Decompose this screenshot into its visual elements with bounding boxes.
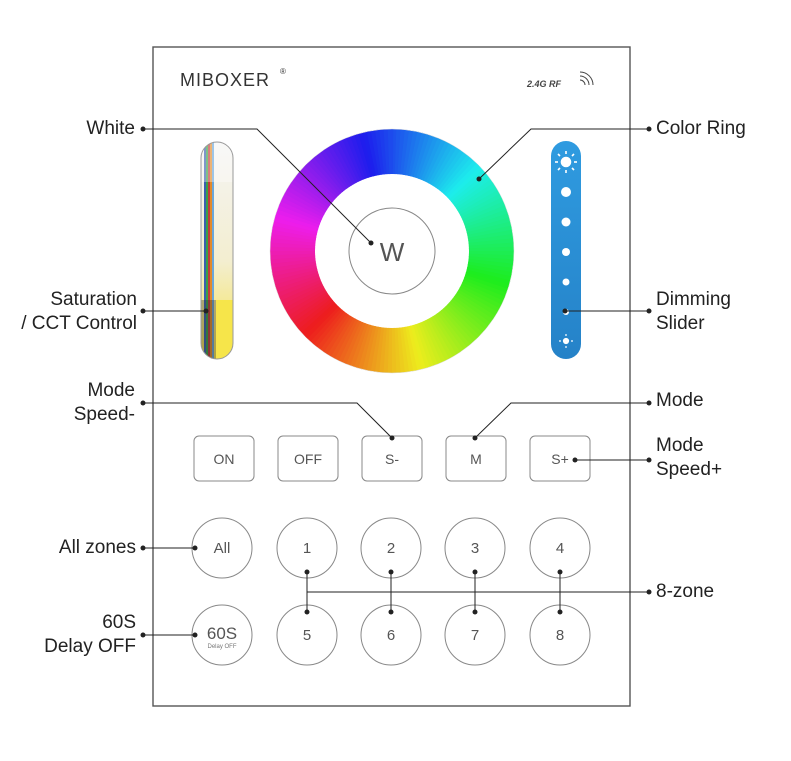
- button-zone-8[interactable]: 8: [529, 604, 591, 666]
- callout-saturation: Saturation / CCT Control: [21, 288, 137, 336]
- brand-logo: MIBOXER: [180, 70, 270, 90]
- signal-icon: [579, 71, 594, 86]
- button-speed-plus[interactable]: S+: [529, 435, 591, 482]
- callout-dimming-line1: Dimming: [656, 289, 731, 310]
- zone-8-label: 8: [556, 627, 564, 644]
- callout-saturation-line2: / CCT Control: [21, 313, 137, 334]
- callout-8-zone-text: 8-zone: [656, 581, 715, 602]
- callout-mode-speed-plus: Mode Speed+: [656, 434, 722, 482]
- white-button[interactable]: [348, 207, 436, 295]
- callout-delay-line2: Delay OFF: [44, 636, 136, 657]
- callout-dimming: Dimming Slider: [656, 288, 731, 336]
- white-button-label: W: [380, 237, 405, 267]
- delay-button-big-label: 60S: [207, 624, 237, 643]
- callout-mode-text: Mode: [656, 390, 704, 411]
- callout-color-ring: Color Ring: [656, 117, 746, 141]
- button-speed-plus-label: S+: [551, 451, 569, 467]
- callout-delay: 60S Delay OFF: [44, 611, 136, 659]
- button-zone-2[interactable]: 2: [360, 517, 422, 579]
- button-speed-minus[interactable]: S-: [361, 435, 423, 482]
- callout-white: White: [86, 117, 135, 141]
- zone-2-label: 2: [387, 540, 395, 557]
- button-all-label: All: [214, 540, 231, 557]
- callout-all-zones: All zones: [59, 536, 136, 560]
- dim-level-dot: [562, 278, 570, 286]
- callout-all-zones-text: All zones: [58, 537, 136, 558]
- callout-mode-speed-minus: Mode Speed-: [74, 379, 135, 427]
- zone-7-label: 7: [471, 627, 479, 644]
- callout-dots: [140, 126, 652, 638]
- brightness-low-icon: [559, 334, 573, 348]
- button-mode-label: M: [470, 451, 482, 467]
- callout-color-ring-text: Color Ring: [656, 118, 746, 139]
- saturation-cct-slider[interactable]: [200, 141, 234, 360]
- callout-white-text: White: [86, 118, 135, 139]
- button-zone-1[interactable]: 1: [276, 517, 338, 579]
- dim-level-dot: [562, 248, 570, 256]
- zone-3-label: 3: [471, 540, 479, 557]
- callout-mode-speed-plus-line2: Speed+: [656, 459, 723, 480]
- callout-mode-speed-minus-line2: Speed-: [73, 404, 135, 425]
- registered-mark: ®: [280, 67, 286, 76]
- leader-color-ring: [478, 128, 649, 180]
- button-delay-off[interactable]: 60S Delay OFF: [191, 604, 253, 666]
- callout-mode-speed-minus-line1: Mode: [87, 380, 135, 401]
- brightness-high-icon: [555, 151, 577, 173]
- dimming-slider[interactable]: [551, 141, 581, 359]
- leader-speed-minus: [143, 402, 393, 439]
- delay-button-small-label: Delay OFF: [207, 644, 236, 650]
- rf-label: 2.4G RF: [526, 79, 562, 89]
- button-all-zones[interactable]: All: [191, 517, 253, 579]
- button-zone-4[interactable]: 4: [529, 517, 591, 579]
- callout-8-zone: 8-zone: [656, 580, 714, 604]
- zone-6-label: 6: [387, 627, 395, 644]
- zone-5-label: 5: [303, 627, 311, 644]
- button-off[interactable]: OFF: [277, 435, 339, 482]
- leader-mode: [474, 402, 649, 439]
- dim-level-dot: [561, 217, 571, 227]
- button-on[interactable]: ON: [193, 435, 255, 482]
- callout-dimming-line2: Slider: [656, 313, 705, 334]
- button-on-label: ON: [214, 451, 235, 467]
- button-speed-minus-label: S-: [385, 451, 399, 467]
- dim-level-dot: [561, 187, 571, 197]
- callout-mode-speed-plus-line1: Mode: [656, 435, 704, 456]
- button-mode[interactable]: M: [445, 435, 507, 482]
- zone-4-label: 4: [556, 540, 564, 557]
- callout-saturation-line1: Saturation: [50, 289, 137, 310]
- leader-white: [143, 128, 372, 244]
- zone-1-label: 1: [303, 540, 311, 557]
- callout-mode: Mode: [656, 389, 704, 413]
- button-off-label: OFF: [294, 451, 322, 467]
- button-zone-3[interactable]: 3: [444, 517, 506, 579]
- callout-lines: [143, 128, 649, 636]
- callout-delay-line1: 60S: [102, 612, 136, 633]
